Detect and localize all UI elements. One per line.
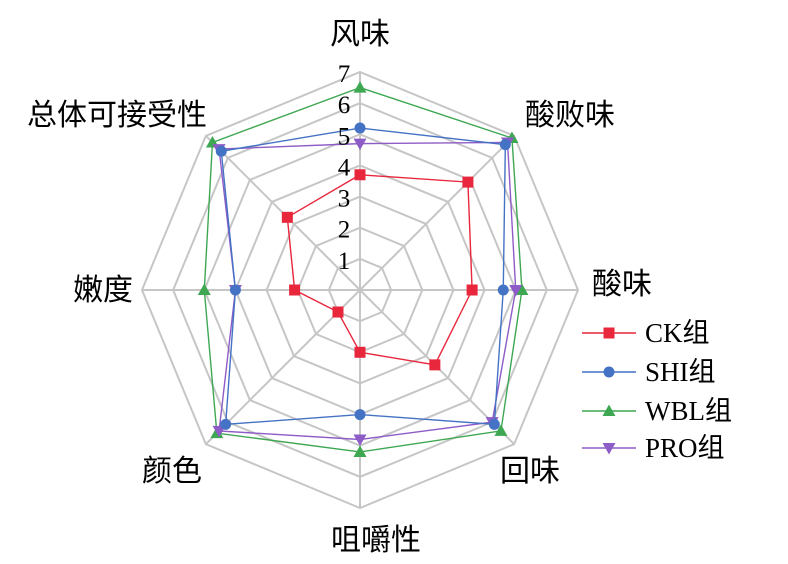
series-1-point-4 [429, 359, 441, 371]
series-4-point-5 [353, 434, 367, 446]
axis-label-8: 总体可接受性 [27, 98, 207, 133]
legend-marker-4 [602, 443, 616, 455]
tick-label-4: 4 [338, 154, 351, 181]
series-1-point-1 [354, 169, 366, 181]
series-2-point-5 [354, 409, 366, 421]
series-layer [197, 81, 529, 457]
series-2-point-2 [499, 139, 511, 151]
axis-label-4: 回味 [500, 454, 560, 489]
tick-label-2: 2 [338, 217, 351, 244]
series-2-point-1 [354, 122, 366, 134]
series-2 [215, 122, 511, 430]
tick-label-7: 7 [338, 61, 351, 88]
series-2-point-3 [497, 284, 509, 296]
series-4-point-6 [212, 425, 226, 438]
series-1-point-6 [332, 306, 344, 318]
axis-label-6: 颜色 [142, 454, 202, 489]
series-4-point-3 [509, 285, 523, 297]
legend-label-4: PRO组 [645, 433, 725, 463]
series-3-point-1 [353, 81, 367, 93]
series-3-point-5 [353, 445, 367, 457]
series-4-point-1 [353, 138, 367, 151]
legend-marker-3 [602, 404, 616, 416]
series-1 [281, 169, 478, 371]
tick-label-6: 6 [338, 92, 351, 119]
series-2-point-4 [488, 418, 500, 430]
tick-label-5: 5 [338, 123, 351, 150]
series-2-point-7 [229, 284, 241, 296]
series-2-point-8 [215, 145, 227, 157]
legend-label-3: WBL组 [645, 396, 732, 426]
legend-layer: CK组 SHI组 WBL组 PRO组 [582, 318, 732, 463]
series-3-point-3 [515, 283, 529, 295]
grid-spoke-2 [359, 135, 515, 291]
legend-marker-2 [603, 366, 615, 378]
axis-label-2: 酸败味 [525, 98, 615, 133]
series-1-point-2 [462, 176, 474, 188]
axis-label-5: 咀嚼性 [331, 523, 421, 558]
series-1-point-5 [354, 346, 366, 358]
legend-label-1: CK组 [645, 318, 710, 348]
series-2-point-6 [220, 418, 232, 430]
axis-label-3: 酸味 [592, 267, 652, 302]
series-3-point-4 [494, 424, 508, 436]
series-3-point-7 [197, 283, 211, 295]
legend-label-2: SHI组 [645, 357, 716, 387]
tick-label-1: 1 [338, 248, 351, 275]
axis-label-1: 风味 [330, 17, 390, 52]
axis-label-7: 嫩度 [73, 273, 133, 308]
tick-label-3: 3 [338, 186, 351, 213]
legend-marker-1 [603, 327, 615, 339]
tick-layer: 1 2 3 4 5 6 7 [338, 61, 351, 275]
series-1-point-7 [289, 284, 301, 296]
series-3 [197, 81, 529, 457]
series-1-point-8 [281, 211, 293, 223]
series-1-point-3 [466, 284, 478, 296]
